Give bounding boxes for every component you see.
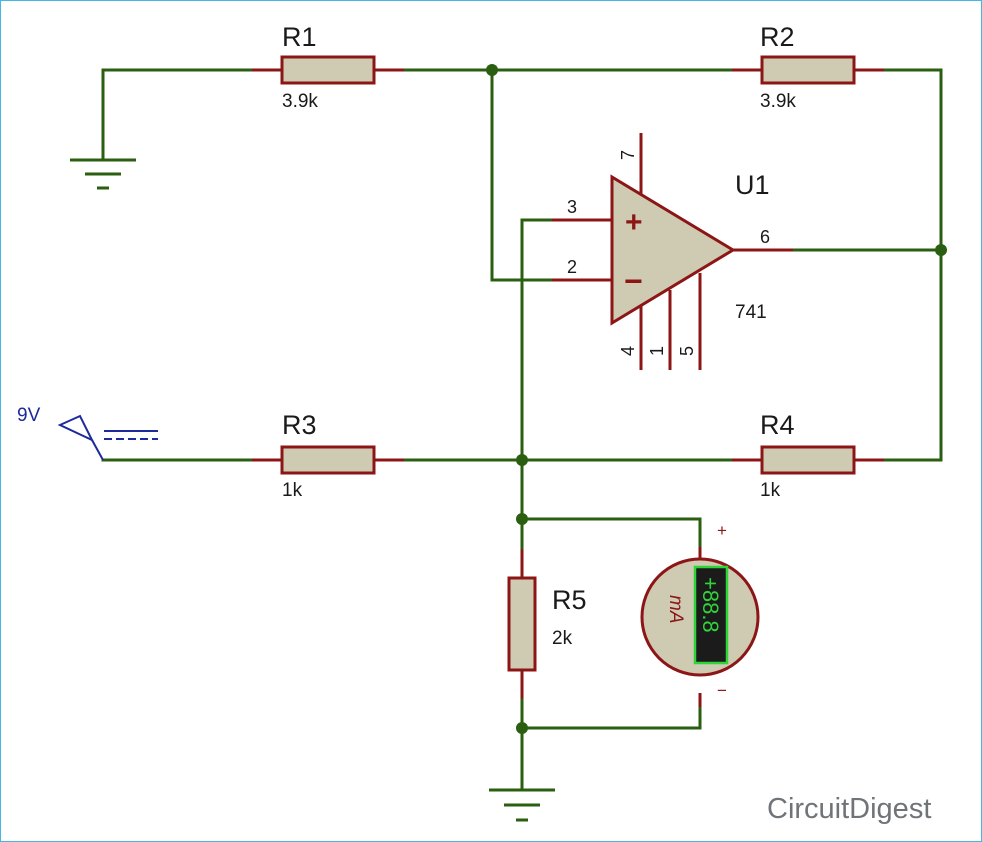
- resistor-r4[interactable]: R4 1k: [732, 410, 884, 501]
- opamp-plus-sign: +: [625, 206, 643, 239]
- ammeter-unit: mA: [665, 595, 686, 624]
- ammeter-ma[interactable]: +88.8 mA + −: [640, 521, 760, 707]
- junction-dot: [516, 454, 528, 466]
- opamp-minus-sign: −: [624, 263, 643, 299]
- pin-4-label: 4: [618, 346, 638, 356]
- resistor-r1[interactable]: R1 3.9k: [252, 22, 404, 112]
- opamp-u1[interactable]: + − U1 741 3 2 6 7 4 1 5: [552, 133, 793, 370]
- pin-6-label: 6: [760, 227, 770, 247]
- r2-ref: R2: [760, 22, 795, 52]
- ammeter-display: +88.8: [698, 577, 723, 633]
- watermark-brand: CircuitDigest: [767, 793, 931, 825]
- r3-value: 1k: [282, 480, 303, 501]
- voltage-source-9v[interactable]: 9V: [17, 405, 158, 461]
- r2-value: 3.9k: [760, 91, 796, 112]
- ammeter-plus: +: [717, 521, 727, 540]
- resistor-r2[interactable]: R2 3.9k: [732, 22, 884, 112]
- ground-symbol-bottom: [489, 788, 555, 822]
- r1-ref: R1: [282, 22, 317, 52]
- r4-value: 1k: [760, 480, 781, 501]
- resistor-r5[interactable]: R5 2k: [507, 548, 587, 700]
- pin-7-label: 7: [618, 150, 638, 160]
- source-label: 9V: [17, 405, 41, 426]
- u1-part: 741: [735, 302, 767, 323]
- pin-2-label: 2: [567, 257, 577, 277]
- junction-dot: [935, 244, 947, 256]
- r5-ref: R5: [552, 585, 587, 615]
- resistor-r3[interactable]: R3 1k: [252, 410, 404, 501]
- r5-value: 2k: [552, 628, 573, 649]
- pin-1-label: 1: [647, 346, 667, 356]
- r1-value: 3.9k: [282, 91, 318, 112]
- u1-ref: U1: [735, 170, 770, 200]
- r3-ref: R3: [282, 410, 317, 440]
- circuitdigest-logo: CircuitDigest: [767, 793, 931, 825]
- pin-5-label: 5: [677, 346, 697, 356]
- junction-dot: [486, 64, 498, 76]
- r4-ref: R4: [760, 410, 795, 440]
- wires: [101, 68, 943, 792]
- pin-3-label: 3: [567, 197, 577, 217]
- ammeter-minus: −: [717, 681, 727, 700]
- ground-symbol-left: [70, 158, 136, 190]
